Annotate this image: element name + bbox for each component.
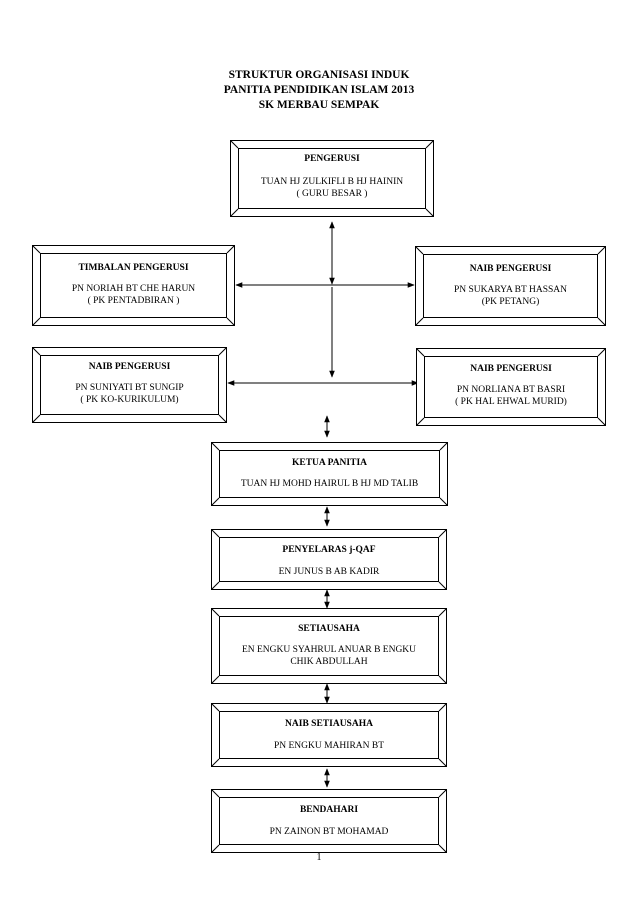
role-label: PENGERUSI (304, 154, 360, 164)
person-title: ( GURU BESAR ) (296, 188, 368, 199)
title-line-3: SK MERBAU SEMPAK (258, 99, 380, 111)
bevel-corner-line (33, 317, 41, 325)
bevel-corner-line (212, 675, 220, 683)
person-title: ( PK PENTADBIRAN ) (87, 295, 180, 306)
page-number: 1 (316, 852, 322, 863)
bevel-corner-line (33, 246, 41, 254)
box-naib-pengerusi-petang: NAIB PENGERUSI PN SUKARYA BT HASSAN (PK … (415, 246, 606, 326)
bevel-corner-line (33, 414, 41, 422)
bevel-corner-line (212, 758, 220, 766)
bevel-corner-line (226, 246, 234, 254)
bevel-corner-line (438, 609, 446, 617)
role-label: NAIB PENGERUSI (470, 364, 552, 374)
bevel-corner-line (597, 317, 605, 325)
bevel-frame (417, 349, 605, 425)
bevel-corner-line (218, 414, 226, 422)
role-label: PENYELARAS j-QAF (282, 545, 376, 555)
bevel-frame (212, 530, 446, 589)
person-title: ( PK KO-KURIKULUM) (80, 394, 179, 405)
box-ketua-panitia: KETUA PANITIA TUAN HJ MOHD HAIRUL B HJ M… (211, 442, 448, 506)
bevel-frame (231, 141, 433, 216)
person-name: TUAN HJ MOHD HAIRUL B HJ MD TALIB (240, 479, 419, 489)
bevel-corner-line (438, 675, 446, 683)
bevel-corner-line (597, 247, 605, 255)
box-naib-pengerusi-kokurikulum: NAIB PENGERUSI PN SUNIYATI BT SUNGIP ( P… (32, 347, 227, 423)
role-label: NAIB PENGERUSI (469, 264, 552, 274)
person-name: PN NORLIANA BT BASRI (456, 385, 566, 395)
bevel-corner-line (212, 581, 220, 589)
box-naib-pengerusi-hem: NAIB PENGERUSI PN NORLIANA BT BASRI ( PK… (416, 348, 606, 426)
bevel-frame (212, 704, 446, 766)
bevel-corner-line (212, 530, 220, 538)
bevel-frame (33, 246, 234, 325)
chart-title: STRUKTUR ORGANISASI INDUK PANITIA PENDID… (0, 68, 638, 113)
person-name-cont: CHIK ABDULLAH (290, 656, 368, 667)
bevel-corner-line (218, 348, 226, 356)
bevel-corner-line (597, 417, 605, 425)
bevel-corner-line (438, 704, 446, 712)
box-bendahari: BENDAHARI PN ZAINON BT MOHAMAD (211, 789, 447, 853)
title-line-1: STRUKTUR ORGANISASI INDUK (228, 69, 410, 81)
box-penyelaras-jqaf: PENYELARAS j-QAF EN JUNUS B AB KADIR (211, 529, 447, 590)
bevel-corner-line (439, 443, 447, 451)
bevel-corner-line (425, 208, 433, 216)
title-line-2: PANITIA PENDIDIKAN ISLAM 2013 (223, 84, 415, 96)
bevel-corner-line (212, 443, 220, 451)
role-label: KETUA PANITIA (291, 458, 368, 468)
role-label: NAIB PENGERUSI (88, 362, 171, 372)
role-label: NAIB SETIAUSAHA (285, 719, 373, 729)
person-name: EN JUNUS B AB KADIR (278, 567, 380, 577)
bevel-corner-line (212, 844, 220, 852)
person-name: TUAN HJ ZULKIFLI B HJ HAININ (260, 177, 404, 187)
bevel-corner-line (425, 141, 433, 149)
bevel-corner-line (439, 497, 447, 505)
bevel-corner-line (212, 609, 220, 617)
person-name: PN ZAINON BT MOHAMAD (269, 827, 389, 837)
bevel-corner-line (231, 208, 239, 216)
bevel-corner-line (438, 790, 446, 798)
box-pengerusi: PENGERUSI TUAN HJ ZULKIFLI B HJ HAININ (… (230, 140, 434, 217)
box-setiausaha: SETIAUSAHA EN ENGKU SYAHRUL ANUAR B ENGK… (211, 608, 447, 684)
person-name: EN ENGKU SYAHRUL ANUAR B ENGKU (241, 645, 417, 655)
bevel-corner-line (438, 530, 446, 538)
bevel-corner-line (226, 317, 234, 325)
bevel-frame (212, 790, 446, 852)
bevel-frame (212, 443, 447, 505)
bevel-frame (33, 348, 226, 422)
box-naib-setiausaha: NAIB SETIAUSAHA PN ENGKU MAHIRAN BT (211, 703, 447, 767)
person-name: PN NORIAH BT CHE HARUN (71, 284, 196, 294)
bevel-corner-line (416, 317, 424, 325)
person-title: (PK PETANG) (481, 296, 540, 307)
bevel-corner-line (438, 581, 446, 589)
bevel-frame (212, 609, 446, 683)
bevel-corner-line (231, 141, 239, 149)
role-label: BENDAHARI (299, 805, 359, 815)
person-title: ( PK HAL EHWAL MURID) (455, 396, 567, 407)
person-name: PN SUKARYA BT HASSAN (453, 285, 568, 295)
bevel-corner-line (417, 417, 425, 425)
role-label: SETIAUSAHA (298, 624, 360, 634)
role-label: TIMBALAN PENGERUSI (78, 263, 189, 273)
bevel-corner-line (417, 349, 425, 357)
person-name: PN ENGKU MAHIRAN BT (273, 741, 385, 751)
bevel-corner-line (33, 348, 41, 356)
bevel-corner-line (212, 790, 220, 798)
box-timbalan-pengerusi: TIMBALAN PENGERUSI PN NORIAH BT CHE HARU… (32, 245, 235, 326)
bevel-corner-line (212, 704, 220, 712)
bevel-corner-line (438, 758, 446, 766)
bevel-corner-line (438, 844, 446, 852)
bevel-frame (416, 247, 605, 325)
bevel-corner-line (597, 349, 605, 357)
person-name: PN SUNIYATI BT SUNGIP (75, 383, 184, 393)
bevel-corner-line (416, 247, 424, 255)
bevel-corner-line (212, 497, 220, 505)
